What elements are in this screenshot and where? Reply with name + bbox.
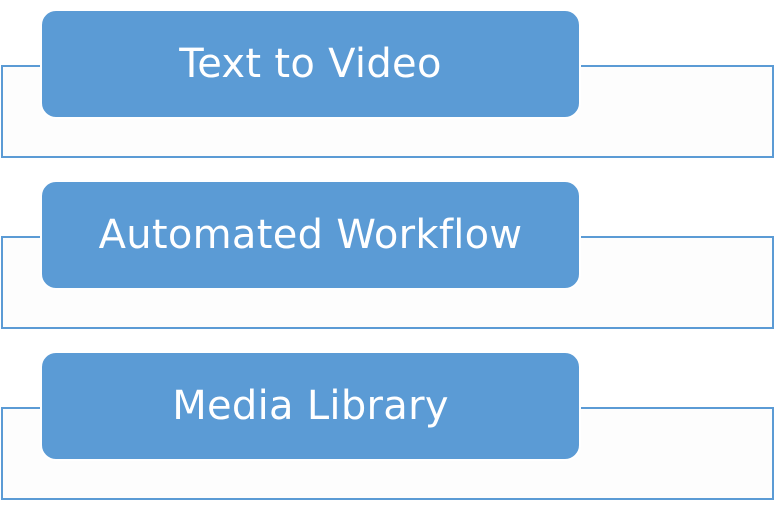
list-item-media-library: Media Library bbox=[40, 351, 581, 461]
list-item-label: Automated Workflow bbox=[98, 212, 523, 258]
list-item-label: Text to Video bbox=[179, 41, 442, 87]
list-item-automated-workflow: Automated Workflow bbox=[40, 180, 581, 290]
list-item-text-to-video: Text to Video bbox=[40, 9, 581, 119]
list-item-label: Media Library bbox=[172, 383, 449, 429]
